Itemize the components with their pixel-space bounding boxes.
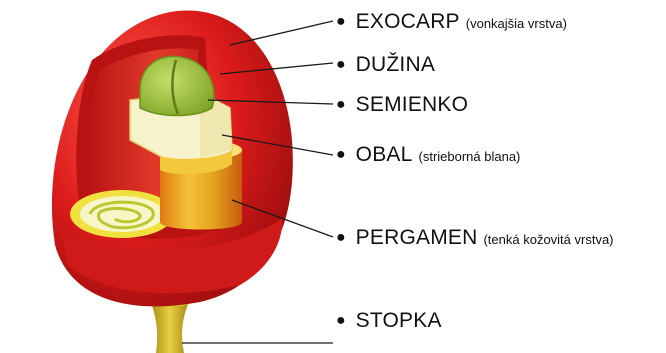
bullet: ● [336, 13, 346, 30]
label-exocarp: ● EXOCARP (vonkajšia vrstva) [336, 10, 567, 34]
label-main: DUŽINA [356, 53, 435, 76]
bullet: ● [336, 146, 346, 163]
label-duzina: ● DUŽINA [336, 53, 435, 77]
label-main: OBAL [356, 143, 413, 166]
bullet: ● [336, 96, 346, 113]
label-stopka: ● STOPKA [336, 309, 442, 333]
label-main: EXOCARP [356, 10, 460, 33]
bullet: ● [336, 56, 346, 73]
label-note: (vonkajšia vrstva) [466, 16, 567, 31]
label-note: (strieborná blana) [419, 149, 521, 164]
label-main: SEMIENKO [356, 93, 468, 116]
label-main: STOPKA [356, 309, 442, 332]
label-main: PERGAMEN [356, 226, 478, 249]
label-semienko: ● SEMIENKO [336, 93, 468, 117]
label-obal: ● OBAL (strieborná blana) [336, 143, 520, 167]
bullet: ● [336, 229, 346, 246]
label-note: (tenká kožovitá vrstva) [483, 232, 613, 247]
bullet: ● [336, 312, 346, 329]
label-pergamen: ● PERGAMEN (tenká kožovitá vrstva) [336, 226, 614, 250]
